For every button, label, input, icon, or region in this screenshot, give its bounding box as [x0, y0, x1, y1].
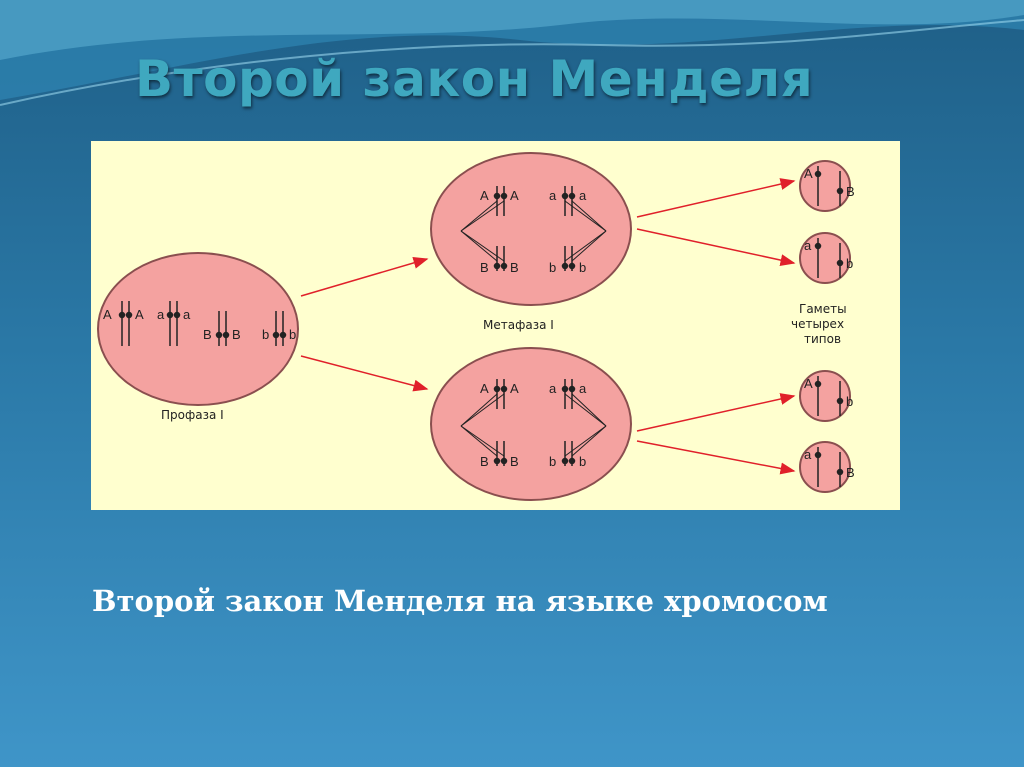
svg-text:b: b — [549, 454, 556, 469]
metaphase-cell-bottom — [430, 347, 632, 501]
arrow-prophase-to-bottom — [300, 355, 429, 392]
gametes-label-line-1: Гаметы — [799, 302, 847, 316]
svg-text:A: A — [103, 307, 112, 322]
svg-text:a: a — [579, 381, 587, 396]
gametes-label-line-3: типов — [804, 332, 841, 346]
svg-text:b: b — [846, 394, 853, 409]
svg-text:a: a — [549, 188, 557, 203]
metaphase-label: Метафаза I — [483, 318, 554, 332]
svg-text:A: A — [804, 166, 813, 181]
svg-text:b: b — [289, 327, 296, 342]
svg-text:A: A — [480, 188, 489, 203]
svg-text:a: a — [579, 188, 587, 203]
svg-text:B: B — [203, 327, 212, 342]
arrow-prophase-to-top — [300, 257, 429, 297]
svg-text:B: B — [510, 260, 519, 275]
gamete-chromosomes — [814, 166, 844, 487]
slide-title: Второй закон Менделя — [135, 50, 814, 108]
svg-text:A: A — [510, 381, 519, 396]
gametes-label-line-2: четырех — [791, 317, 844, 331]
metaphase-top-gene-labels: A A a a B B b b — [480, 188, 587, 275]
svg-text:a: a — [549, 381, 557, 396]
svg-text:B: B — [480, 454, 489, 469]
prophase-cell — [97, 252, 299, 406]
gamete-cell-1 — [799, 160, 851, 212]
svg-text:A: A — [480, 381, 489, 396]
meiosis-diagram: A A a a B B b b A — [91, 141, 900, 510]
arrow-top-to-gamete-2 — [636, 228, 796, 267]
svg-text:A: A — [135, 307, 144, 322]
gamete-cell-4 — [799, 441, 851, 493]
arrow-bottom-to-gamete-3 — [636, 393, 796, 432]
arrow-bottom-to-gamete-4 — [636, 440, 796, 475]
svg-text:a: a — [804, 238, 812, 253]
gamete-cell-2 — [799, 232, 851, 284]
svg-text:a: a — [157, 307, 165, 322]
metaphase-top-chromosomes — [460, 186, 607, 271]
svg-text:a: a — [804, 447, 812, 462]
metaphase-bottom-gene-labels: A A a a B B b b — [480, 381, 587, 469]
slide-caption: Второй закон Менделя на языке хромосом — [92, 584, 828, 618]
svg-text:a: a — [183, 307, 191, 322]
svg-text:b: b — [579, 454, 586, 469]
svg-text:B: B — [846, 184, 855, 199]
svg-text:b: b — [846, 256, 853, 271]
wave-decoration — [0, 0, 1024, 106]
svg-text:b: b — [579, 260, 586, 275]
svg-text:B: B — [232, 327, 241, 342]
prophase-label: Профаза I — [161, 408, 224, 422]
arrow-top-to-gamete-1 — [636, 178, 796, 218]
svg-text:b: b — [549, 260, 556, 275]
metaphase-bottom-chromosomes — [460, 379, 607, 466]
svg-text:B: B — [480, 260, 489, 275]
gamete-cell-3 — [799, 370, 851, 422]
prophase-gene-labels: A A a a B B b b — [103, 307, 296, 342]
svg-text:B: B — [846, 465, 855, 480]
svg-text:B: B — [510, 454, 519, 469]
gamete-gene-labels: A B a b A b a B — [804, 166, 855, 480]
meiosis-diagram-svg: A A a a B B b b A — [97, 152, 855, 501]
prophase-chromosomes — [118, 301, 287, 346]
metaphase-cell-top — [430, 152, 632, 306]
svg-text:A: A — [804, 376, 813, 391]
svg-text:A: A — [510, 188, 519, 203]
svg-text:b: b — [262, 327, 269, 342]
